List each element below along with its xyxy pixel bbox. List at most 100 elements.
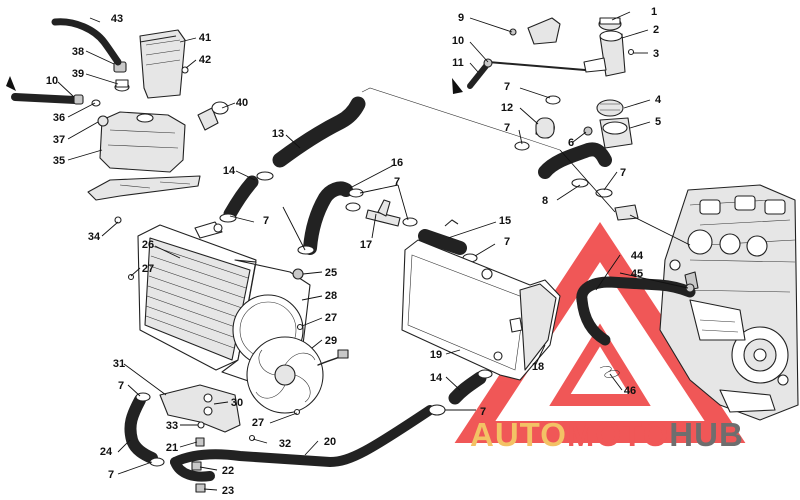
callout-34: 34	[88, 231, 101, 243]
svg-text:AUTOMOTOHUB: AUTOMOTOHUB	[470, 416, 744, 453]
callout-7-d: 7	[394, 176, 400, 188]
callout-1: 1	[651, 6, 657, 18]
radiator-26	[137, 221, 257, 371]
fan-29	[246, 336, 349, 414]
callout-25: 25	[325, 267, 337, 279]
line-10-11	[452, 58, 586, 94]
hose-44-45	[576, 276, 696, 346]
screw-6	[583, 126, 593, 136]
callout-8: 8	[542, 195, 548, 207]
callout-42: 42	[199, 54, 211, 66]
callout-27-a: 27	[142, 263, 154, 275]
grommet-25	[292, 268, 304, 280]
filler-neck-2	[583, 30, 626, 77]
callout-35: 35	[53, 155, 65, 167]
callout-27-c: 27	[252, 417, 264, 429]
callout-40: 40	[236, 97, 248, 109]
callout-36: 36	[53, 112, 65, 124]
callout-7-c: 7	[620, 167, 626, 179]
callout-22: 22	[222, 465, 234, 477]
clamp-36-37	[73, 94, 109, 127]
watermark-auto: AUTO	[470, 416, 567, 453]
callout-7-h: 7	[108, 469, 114, 481]
radiator-frame-19	[401, 239, 561, 381]
callout-31: 31	[113, 358, 125, 370]
screw-27a	[127, 273, 135, 281]
callout-14-upper: 14	[223, 165, 236, 177]
callout-4: 4	[655, 94, 662, 106]
nut-21	[195, 437, 205, 447]
callout-7-i: 7	[480, 406, 486, 418]
callout-23: 23	[222, 485, 234, 497]
clip-23	[195, 483, 206, 493]
callout-19: 19	[430, 349, 442, 361]
hose-8	[538, 142, 613, 198]
hose-13-leader-path	[361, 87, 561, 151]
clamp-17-right	[402, 217, 418, 227]
watermark-moto: MOTO	[567, 416, 669, 453]
callout-7-e: 7	[263, 215, 269, 227]
callout-6: 6	[568, 137, 574, 149]
callout-5: 5	[655, 116, 661, 128]
screw-3	[627, 48, 635, 56]
callout-11: 11	[452, 57, 464, 69]
hose-24	[124, 392, 165, 467]
callout-10-left: 10	[46, 75, 58, 87]
spring-46	[599, 366, 620, 378]
callout-9: 9	[458, 12, 464, 24]
callout-7-f: 7	[504, 236, 510, 248]
coolant-pipe-20	[170, 405, 435, 482]
callout-13: 13	[272, 128, 284, 140]
bottle-cap-39	[114, 79, 130, 92]
leader-lines	[57, 11, 691, 491]
hose-15	[418, 229, 478, 263]
upper-hose-13	[272, 96, 366, 168]
callout-15: 15	[499, 215, 511, 227]
bracket-9	[527, 17, 561, 45]
coolant-bottle	[99, 111, 186, 173]
support-bracket-41	[139, 29, 186, 99]
callout-20: 20	[324, 436, 336, 448]
callout-43: 43	[111, 13, 123, 25]
hose-12	[535, 117, 555, 139]
filler-neck-40	[197, 101, 229, 131]
callout-29: 29	[325, 335, 337, 347]
hose-14-upper	[219, 171, 274, 223]
screw-32	[248, 434, 256, 442]
callout-24: 24	[100, 446, 113, 458]
thermostat-cap-1	[598, 17, 622, 31]
arrow-indicator-left	[6, 76, 16, 91]
housing-5	[599, 117, 633, 149]
bottle-bracket-34	[87, 175, 201, 224]
arrow-indicator-right	[452, 78, 463, 94]
screw-33	[197, 421, 205, 429]
callout-3: 3	[653, 48, 659, 60]
callout-27-b: 27	[325, 312, 337, 324]
callout-33: 33	[166, 420, 178, 432]
watermark-hub: HUB	[669, 416, 744, 453]
screw-27b	[296, 323, 304, 331]
callout-2: 2	[653, 24, 659, 36]
callout-14-lower: 14	[430, 372, 443, 384]
callout-45: 45	[631, 268, 643, 280]
callout-16: 16	[391, 157, 403, 169]
callout-12: 12	[501, 102, 513, 114]
clamp-9	[509, 28, 517, 36]
hose-14-lower	[428, 369, 493, 416]
callout-30: 30	[231, 397, 243, 409]
callout-18: 18	[532, 361, 544, 373]
callout-7-a: 7	[504, 81, 510, 93]
callout-46: 46	[624, 385, 636, 397]
callout-32: 32	[279, 438, 291, 450]
callout-44: 44	[631, 250, 644, 262]
hose-16	[297, 181, 364, 255]
callout-39: 39	[72, 68, 84, 80]
callout-7-g: 7	[118, 380, 124, 392]
callout-7-b: 7	[504, 122, 510, 134]
engine-assembly	[659, 184, 799, 421]
callout-10-right: 10	[452, 35, 464, 47]
callout-28: 28	[325, 290, 337, 302]
callout-41: 41	[199, 32, 211, 44]
